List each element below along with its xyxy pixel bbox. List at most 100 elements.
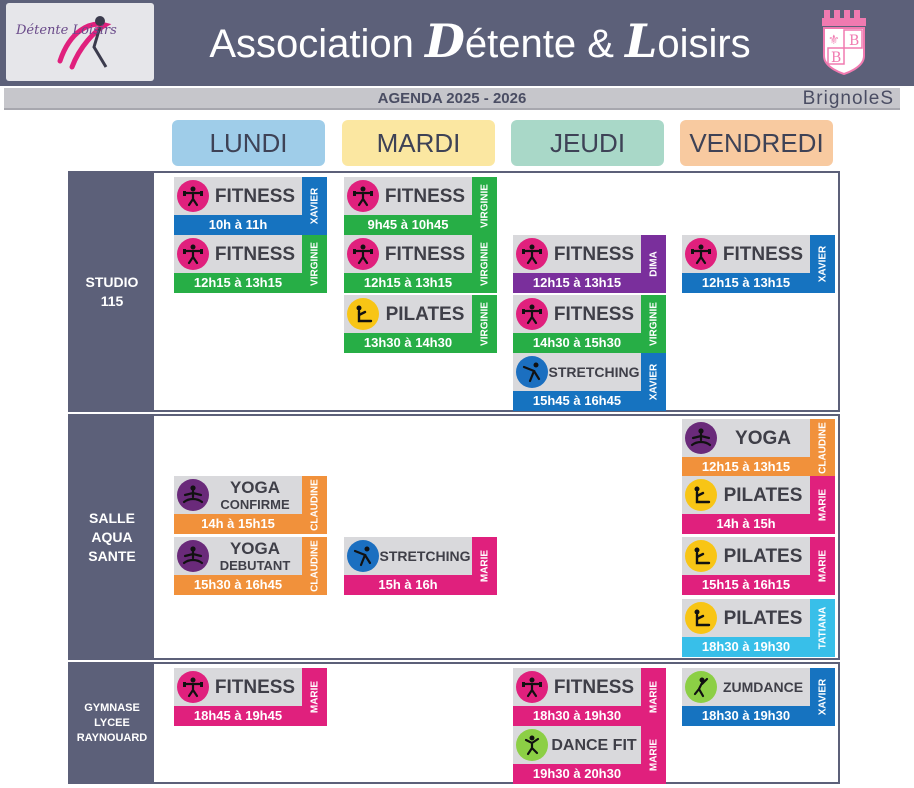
class-teacher: MARIE xyxy=(472,537,497,595)
section-label: SALLE AQUA SANTE xyxy=(70,416,154,658)
class-teacher: XAVIER xyxy=(810,668,835,726)
page-title: Association Détente & Loisirs xyxy=(209,14,751,68)
yoga-icon xyxy=(177,479,209,511)
class-teacher: VIRGINIE xyxy=(472,235,497,293)
class-teacher: XAVIER xyxy=(810,235,835,293)
class-teacher: VIRGINIE xyxy=(302,235,327,293)
class-teacher: CLAUDINE xyxy=(302,476,327,534)
class-time: 15h30 à 16h45 xyxy=(174,575,302,595)
section-label-line: SALLE xyxy=(89,509,135,526)
day-header-mardi: MARDI xyxy=(342,120,495,166)
class-teacher: TATIANA xyxy=(810,599,835,657)
class-card-header: PILATES xyxy=(682,599,810,637)
section-label-line: SANTE xyxy=(88,547,136,564)
header: Détente Loisirs Association Détente & Lo… xyxy=(0,0,914,86)
class-name: PILATES xyxy=(723,607,803,629)
zumba-icon xyxy=(685,671,717,703)
fitness-icon xyxy=(516,238,548,270)
dancer-logo-icon xyxy=(57,16,112,70)
class-time: 14h à 15h xyxy=(682,514,810,534)
class-card-header: YOGA xyxy=(682,419,810,457)
svg-text:B: B xyxy=(849,33,859,49)
class-card-header: FITNESS xyxy=(174,177,302,215)
svg-text:⚜: ⚜ xyxy=(828,33,840,48)
class-name: DANCE FIT xyxy=(551,736,637,754)
class-name: PILATES xyxy=(723,484,803,506)
dance-icon xyxy=(516,729,548,761)
association-logo[interactable]: Détente Loisirs xyxy=(6,3,154,81)
fitness-icon xyxy=(177,238,209,270)
section-label-line: RAYNOUARD xyxy=(76,731,148,744)
class-card-header: FITNESS xyxy=(344,235,472,273)
class-card-header: STRETCHING xyxy=(344,537,472,575)
yoga-icon xyxy=(685,422,717,454)
class-card-header: FITNESS xyxy=(513,235,641,273)
class-card-header: FITNESS xyxy=(344,177,472,215)
day-header-lundi: LUNDI xyxy=(172,120,325,166)
pilates-icon xyxy=(685,602,717,634)
class-time: 12h15 à 13h15 xyxy=(344,273,472,293)
class-time: 19h30 à 20h30 xyxy=(513,764,641,784)
fitness-icon xyxy=(177,671,209,703)
section-label-line: AQUA xyxy=(91,528,133,545)
class-time: 12h15 à 13h15 xyxy=(682,273,810,293)
class-name: YOGA xyxy=(735,427,791,449)
class-name: FITNESS xyxy=(214,185,296,207)
class-teacher: VIRGINIE xyxy=(472,177,497,235)
class-name: FITNESS xyxy=(553,676,635,698)
city-name: BrignoleS xyxy=(802,88,894,109)
class-time: 12h15 à 13h15 xyxy=(174,273,302,293)
section-label-line: STUDIO xyxy=(85,273,139,290)
subheader-bar: AGENDA 2025 - 2026 BrignoleS xyxy=(4,88,900,110)
class-teacher: DIMA xyxy=(641,235,666,293)
class-time: 18h45 à 19h45 xyxy=(174,706,302,726)
class-teacher: CLAUDINE xyxy=(302,537,327,595)
pilates-icon xyxy=(685,540,717,572)
class-name: STRETCHING xyxy=(548,363,640,380)
stretching-icon xyxy=(347,540,379,572)
class-time: 15h45 à 16h45 xyxy=(513,391,641,411)
class-time: 18h30 à 19h30 xyxy=(513,706,641,726)
class-card-header: FITNESS xyxy=(682,235,810,273)
day-header-jeudi: JEUDI xyxy=(511,120,664,166)
class-time: 12h15 à 13h15 xyxy=(513,273,641,293)
stretching-icon xyxy=(516,356,548,388)
class-teacher: MARIE xyxy=(302,668,327,726)
class-name: ZUMDANCE xyxy=(722,678,804,695)
class-time: 18h30 à 19h30 xyxy=(682,706,810,726)
class-name: FITNESS xyxy=(214,243,296,265)
class-name: FITNESS xyxy=(722,243,804,265)
class-card-header: FITNESS xyxy=(513,295,641,333)
class-card-header: ZUMDANCE xyxy=(682,668,810,706)
class-teacher: MARIE xyxy=(810,476,835,534)
class-name: FITNESS xyxy=(384,243,466,265)
class-teacher: XAVIER xyxy=(302,177,327,235)
class-time: 14h30 à 15h30 xyxy=(513,333,641,353)
class-time: 14h à 15h15 xyxy=(174,514,302,534)
